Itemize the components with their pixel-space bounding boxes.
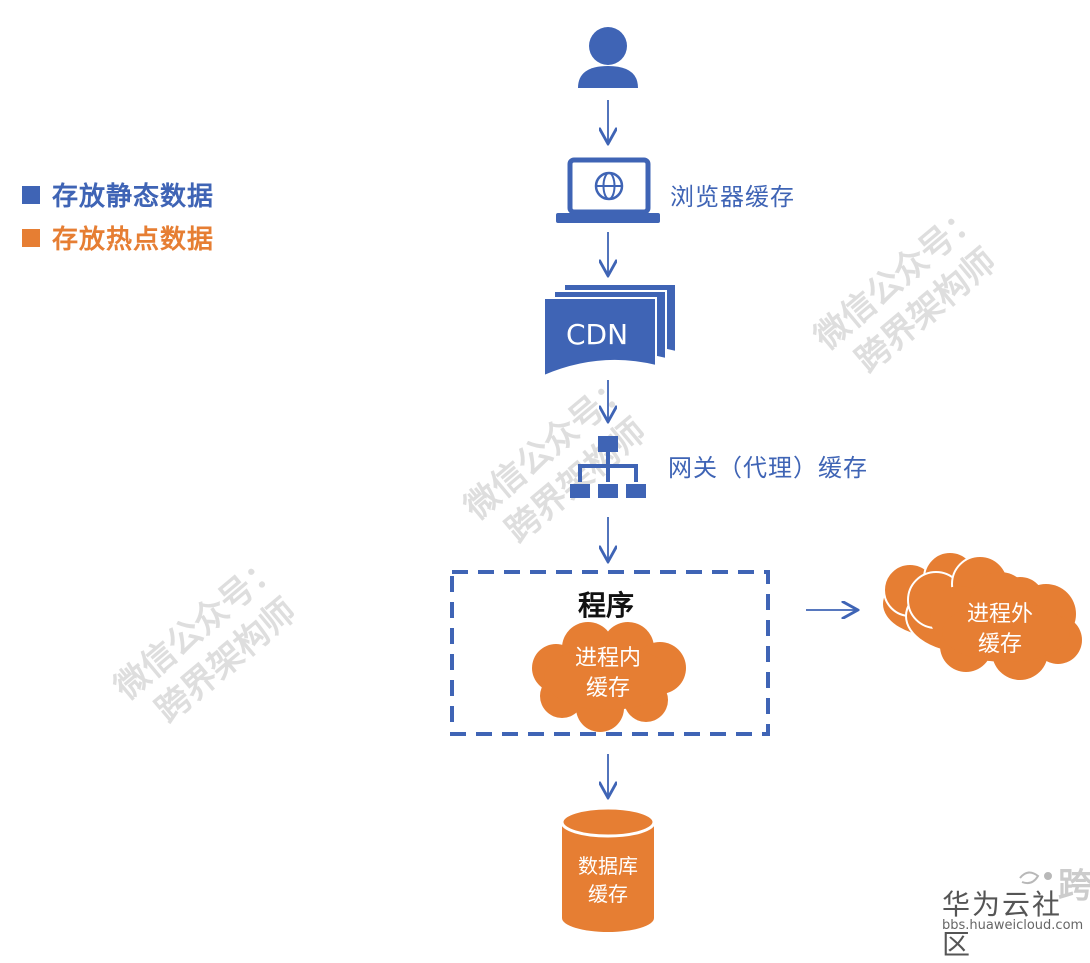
footer-edge-text: 跨 bbox=[1058, 866, 1090, 906]
legend-static: 存放静态数据 bbox=[22, 176, 214, 213]
program-label: 程序 bbox=[578, 589, 635, 622]
browser-cache-label: 浏览器缓存 bbox=[670, 183, 795, 211]
browser-laptop-icon bbox=[556, 157, 660, 223]
in-process-cache-label: 进程内 缓存 bbox=[574, 646, 641, 701]
cdn-label: CDN bbox=[566, 318, 629, 351]
cdn-icon bbox=[543, 283, 677, 378]
user-icon bbox=[578, 27, 638, 88]
database-cylinder-icon bbox=[560, 806, 656, 932]
in-process-cloud bbox=[532, 622, 686, 732]
legend-static-swatch bbox=[22, 185, 40, 204]
legend-hot-label: 存放热点数据 bbox=[52, 225, 215, 255]
gateway-cache-label: 网关（代理）缓存 bbox=[668, 454, 868, 482]
out-process-cloud-front bbox=[930, 572, 1082, 680]
footer-url: bbs.huaweicloud.com bbox=[942, 918, 1084, 933]
legend-hot: 存放热点数据 bbox=[22, 219, 214, 256]
legend: 存放静态数据 存放热点数据 bbox=[22, 176, 214, 256]
out-process-cache-label: 进程外 缓存 bbox=[966, 602, 1033, 657]
program-boundary bbox=[450, 570, 770, 736]
legend-hot-swatch bbox=[22, 228, 40, 247]
gateway-network-icon bbox=[570, 436, 646, 498]
legend-static-label: 存放静态数据 bbox=[52, 182, 215, 212]
database-cache-label: 数据库 缓存 bbox=[578, 854, 638, 906]
footer-logo-icon bbox=[1019, 871, 1052, 885]
